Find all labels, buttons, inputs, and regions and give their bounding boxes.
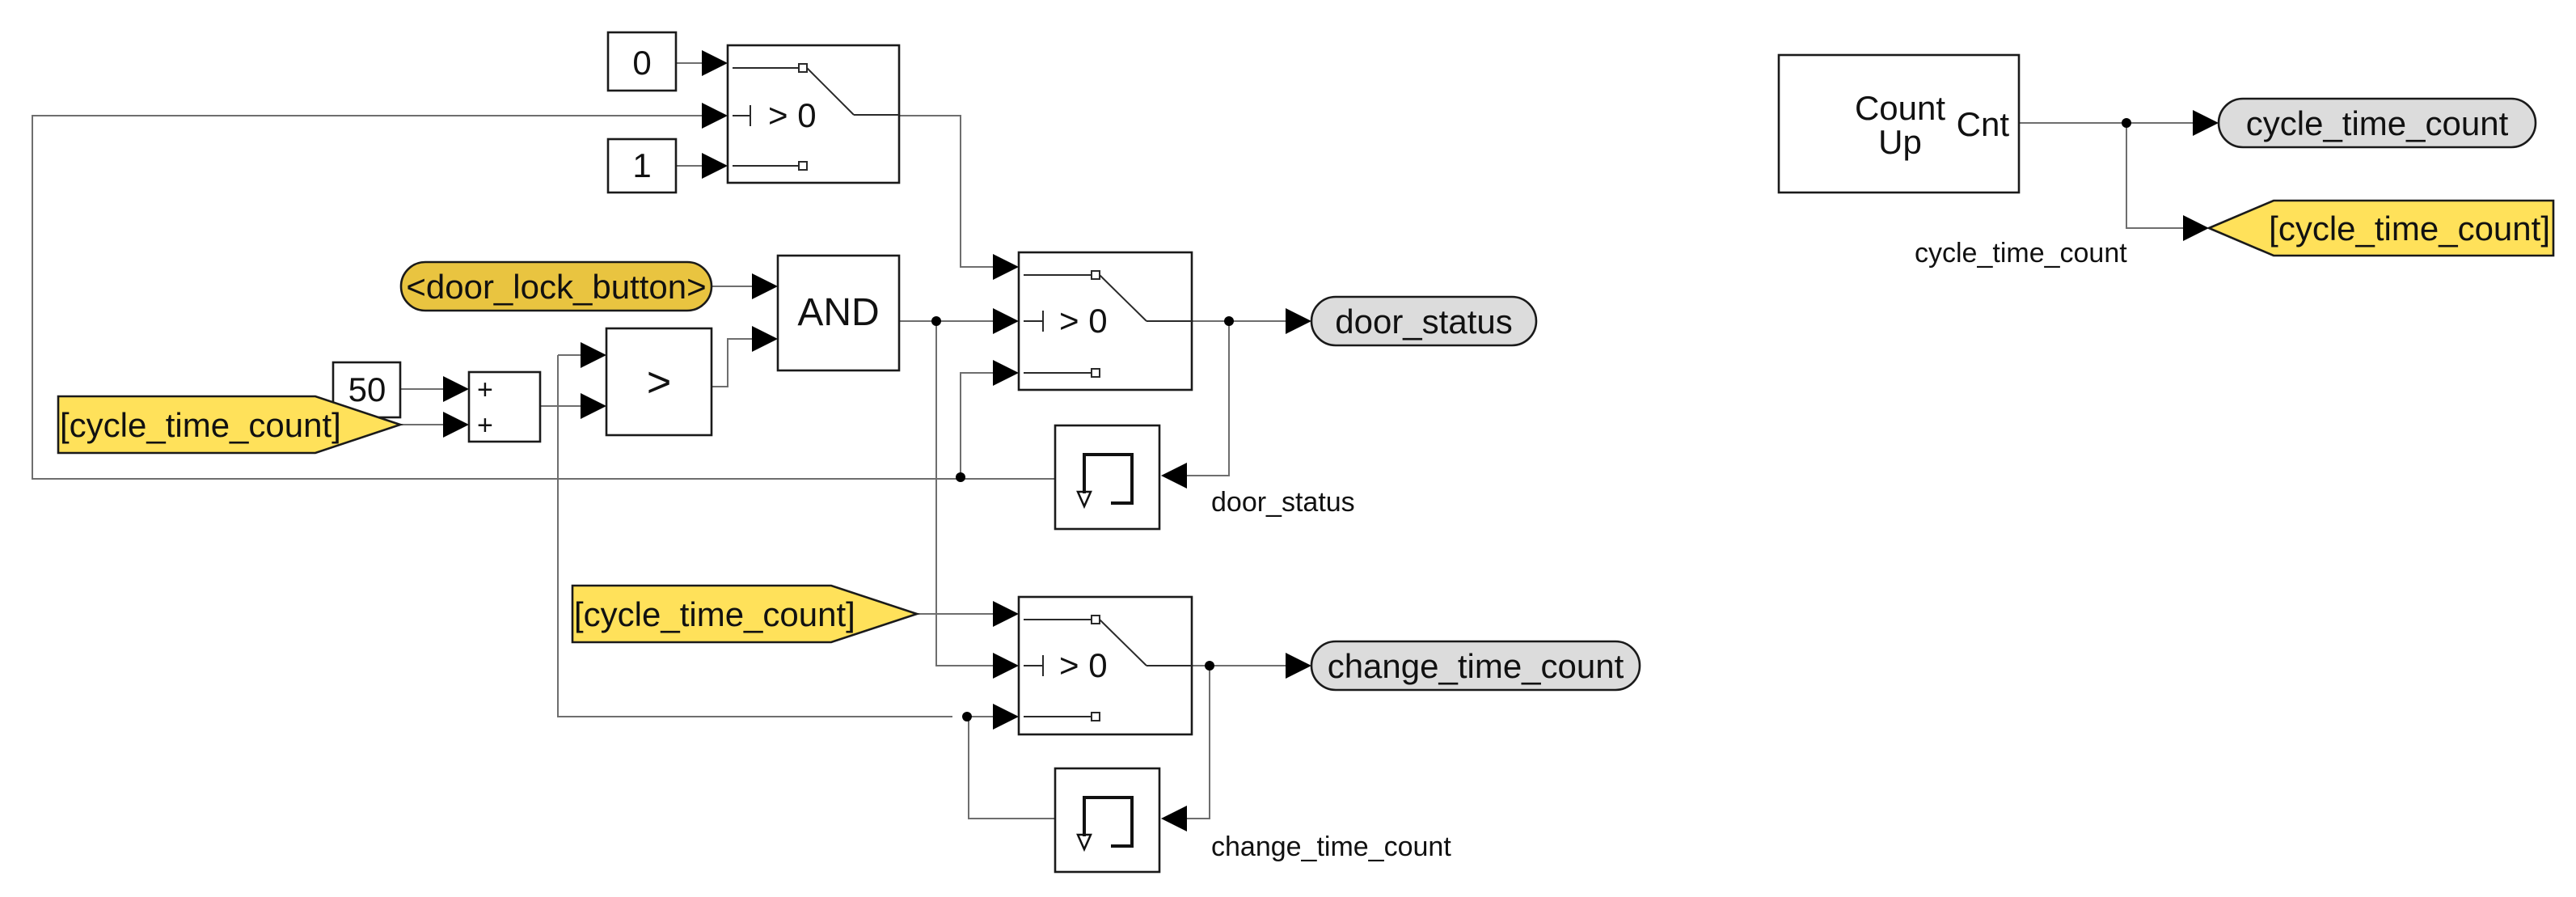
switch-threshold-label: > 0 xyxy=(768,96,817,134)
branch-dot xyxy=(1224,316,1234,326)
unit-delay-icon xyxy=(1076,796,1134,853)
arrowhead-icon xyxy=(993,254,1019,280)
arrowhead-icon xyxy=(993,653,1019,679)
switch-threshold-label: > 0 xyxy=(1059,302,1108,340)
switch-block-1[interactable]: > 0 xyxy=(726,44,901,184)
arrowhead-icon xyxy=(443,376,469,402)
unit-delay-block-1[interactable] xyxy=(1054,424,1161,531)
arrowhead-icon xyxy=(1286,653,1311,679)
wire-label-cycle-time-count: cycle_time_count xyxy=(1915,238,2127,269)
counter-label-line2: Up xyxy=(1878,123,1922,161)
counter-block[interactable]: Count Up Cnt xyxy=(1777,53,2021,194)
switch-block-2[interactable]: > 0 xyxy=(1017,251,1193,391)
arrowhead-icon xyxy=(993,601,1019,627)
outport-label: change_time_count xyxy=(1328,647,1624,685)
unit-delay-block-2[interactable] xyxy=(1054,767,1161,874)
arrowhead-icon xyxy=(2193,110,2219,136)
switch-icon xyxy=(733,63,899,171)
arrowhead-icon xyxy=(993,308,1019,334)
and-label: AND xyxy=(797,291,879,334)
goto-tag-cycle-time-count[interactable]: [cycle_time_count] xyxy=(2206,199,2555,257)
branch-dot xyxy=(956,472,965,482)
constant-one-block[interactable]: 1 xyxy=(606,138,678,194)
branch-dot xyxy=(1205,661,1214,671)
arrowheads xyxy=(443,50,2219,831)
outport-label: cycle_time_count xyxy=(2246,104,2509,142)
from-tag-label: [cycle_time_count] xyxy=(574,595,855,633)
arrowhead-icon xyxy=(2183,215,2209,241)
branch-points xyxy=(931,118,2131,721)
wire-label-door-status: door_status xyxy=(1211,487,1355,518)
from-tag-label: [cycle_time_count] xyxy=(60,406,341,444)
constant-one-value: 1 xyxy=(632,146,651,184)
outport-door-status[interactable]: door_status xyxy=(1310,295,1538,347)
arrowhead-icon xyxy=(752,273,778,299)
from-tag-cycle-time-count-1[interactable]: [cycle_time_count] xyxy=(57,395,404,455)
counter-output-port-label: Cnt xyxy=(1957,105,2010,143)
relational-operator-block[interactable]: > xyxy=(605,327,713,437)
bus-selector-door-lock-button[interactable]: <door_lock_button> xyxy=(399,260,713,312)
arrowhead-icon xyxy=(702,50,728,76)
sum-sign-2: + xyxy=(477,410,493,441)
logical-and-block[interactable]: AND xyxy=(776,254,901,372)
arrowhead-icon xyxy=(1161,463,1187,489)
unit-delay-icon xyxy=(1076,453,1134,510)
branch-dot xyxy=(931,316,941,326)
branch-dot xyxy=(962,712,972,721)
counter-label-line1: Count xyxy=(1855,89,1945,127)
wire-label-change-time-count: change_time_count xyxy=(1211,831,1451,862)
switch-icon xyxy=(1024,270,1192,378)
from-tag-cycle-time-count-2[interactable]: [cycle_time_count] xyxy=(571,584,921,644)
arrowhead-icon xyxy=(581,342,606,368)
constant-zero-block[interactable]: 0 xyxy=(606,31,678,92)
arrowhead-icon xyxy=(443,412,469,438)
arrowhead-icon xyxy=(1286,308,1311,334)
arrowhead-icon xyxy=(993,704,1019,730)
outport-cycle-time-count[interactable]: cycle_time_count xyxy=(2217,97,2537,149)
constant-fifty-value: 50 xyxy=(348,370,386,408)
switch-threshold-label: > 0 xyxy=(1059,646,1108,684)
switch-icon xyxy=(1024,615,1192,721)
arrowhead-icon xyxy=(581,393,606,419)
arrowhead-icon xyxy=(702,103,728,129)
sum-block[interactable]: + + xyxy=(467,370,542,443)
outport-change-time-count[interactable]: change_time_count xyxy=(1310,640,1641,692)
arrowhead-icon xyxy=(752,326,778,352)
relational-operator-symbol: > xyxy=(647,359,671,406)
constant-zero-value: 0 xyxy=(632,44,651,82)
branch-dot xyxy=(2122,118,2131,128)
bus-selector-label: <door_lock_button> xyxy=(406,268,706,306)
arrowhead-icon xyxy=(993,360,1019,386)
goto-tag-label: [cycle_time_count] xyxy=(2269,209,2550,248)
sum-sign-1: + xyxy=(477,374,493,405)
arrowhead-icon xyxy=(1161,806,1187,831)
switch-block-3[interactable]: > 0 xyxy=(1017,595,1193,736)
arrowhead-icon xyxy=(702,153,728,179)
outport-label: door_status xyxy=(1335,303,1512,341)
